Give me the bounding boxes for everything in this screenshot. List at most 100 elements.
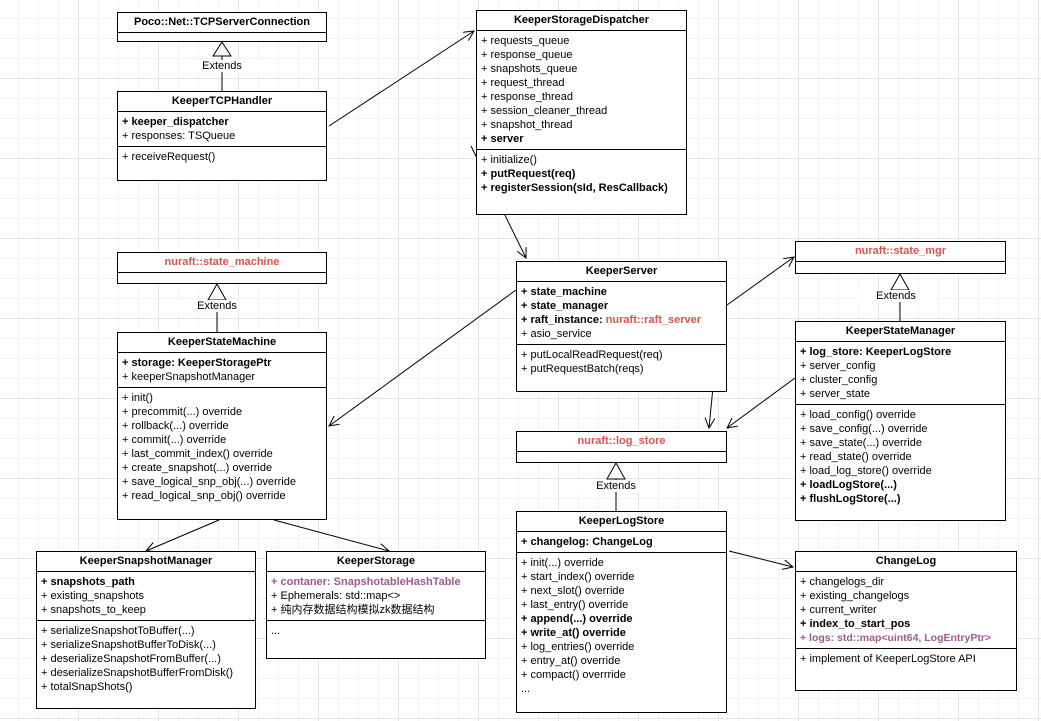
method: + save_logical_snp_obj(...) override bbox=[122, 476, 296, 488]
attributes: + changelog: ChangeLog bbox=[517, 532, 726, 553]
attribute: + server bbox=[481, 133, 524, 145]
attributes: + contaner: SnapshotableHashTable + Ephe… bbox=[267, 572, 485, 621]
attribute: + session_cleaner_thread bbox=[481, 105, 608, 117]
method: + putRequestBatch(reqs) bbox=[521, 363, 644, 375]
class-title: nuraft::log_store bbox=[517, 432, 726, 452]
attribute: + contaner: SnapshotableHashTable bbox=[271, 576, 461, 588]
class-keeper-tcp-handler[interactable]: KeeperTCPHandler + keeper_dispatcher + r… bbox=[117, 91, 327, 181]
attribute: + response_thread bbox=[481, 91, 574, 103]
method: + compact() overrride bbox=[521, 669, 626, 681]
class-keeper-server[interactable]: KeeperServer + state_machine + state_man… bbox=[516, 261, 727, 392]
attribute: + log_store: KeeperLogStore bbox=[800, 346, 952, 358]
attribute: + snapshots_path bbox=[41, 576, 135, 588]
attribute: + storage: KeeperStoragePtr bbox=[122, 357, 272, 369]
attribute: + existing_changelogs bbox=[800, 590, 910, 602]
extends-label-state-machine: Extends bbox=[177, 300, 257, 312]
method: + deserializeSnapshotBufferFromDisk() bbox=[41, 667, 234, 679]
attributes: + keeper_dispatcher + responses: TSQueue bbox=[118, 112, 326, 147]
method: + putRequest(req) bbox=[481, 168, 576, 180]
method: + entry_at() override bbox=[521, 655, 621, 667]
method: + receiveRequest() bbox=[122, 151, 216, 163]
attribute-type: nuraft::raft_server bbox=[605, 314, 702, 326]
attribute: + changelogs_dir bbox=[800, 576, 885, 588]
attribute: + logs: std::map<uint64, LogEntryPtr> bbox=[800, 632, 992, 644]
attributes: + requests_queue + response_queue + snap… bbox=[477, 31, 686, 150]
method: + commit(...) override bbox=[122, 434, 227, 446]
attribute: + 纯内存数据结构模拟zk数据结构 bbox=[271, 604, 435, 616]
methods: + init() + precommit(...) override + rol… bbox=[118, 388, 326, 506]
class-keeper-storage[interactable]: KeeperStorage + contaner: SnapshotableHa… bbox=[266, 551, 486, 659]
method: + write_at() override bbox=[521, 627, 626, 639]
extends-label-state-mgr: Extends bbox=[856, 290, 936, 302]
method: + implement of KeeperLogStore API bbox=[800, 653, 976, 665]
method: + last_commit_index() override bbox=[122, 448, 273, 460]
method: + last_entry() override bbox=[521, 599, 629, 611]
class-nuraft-state-mgr[interactable]: nuraft::state_mgr bbox=[795, 241, 1006, 274]
methods: + receiveRequest() bbox=[118, 147, 326, 167]
attribute: + requests_queue bbox=[481, 35, 570, 47]
class-nuraft-state-machine[interactable]: nuraft::state_machine bbox=[117, 252, 327, 284]
method: + serializeSnapshotToBuffer(...) bbox=[41, 625, 195, 637]
method: + initialize() bbox=[481, 154, 537, 166]
attribute: + server_config bbox=[800, 360, 876, 372]
attribute: + cluster_config bbox=[800, 374, 878, 386]
class-title: KeeperStateManager bbox=[796, 322, 1005, 342]
class-keeper-state-machine[interactable]: KeeperStateMachine + storage: KeeperStor… bbox=[117, 332, 327, 520]
method: + registerSession(sId, ResCallback) bbox=[481, 182, 668, 194]
class-title: Poco::Net::TCPServerConnection bbox=[118, 13, 326, 33]
method: + rollback(...) override bbox=[122, 420, 229, 432]
attribute: + request_thread bbox=[481, 77, 565, 89]
method: ... bbox=[271, 625, 281, 637]
attribute-name: + raft_instance: bbox=[521, 314, 603, 326]
method: + init(...) override bbox=[521, 557, 604, 569]
attribute: + responses: TSQueue bbox=[122, 130, 236, 142]
class-keeper-storage-dispatcher[interactable]: KeeperStorageDispatcher + requests_queue… bbox=[476, 10, 687, 215]
attribute: + response_queue bbox=[481, 49, 573, 61]
method: + append(...) override bbox=[521, 613, 633, 625]
method: + read_logical_snp_obj() override bbox=[122, 490, 286, 502]
inherit-triangle-tcp-connection bbox=[212, 41, 232, 57]
class-title: KeeperServer bbox=[517, 262, 726, 282]
methods: + serializeSnapshotToBuffer(...) + seria… bbox=[37, 621, 255, 697]
attribute: + keeper_dispatcher bbox=[122, 116, 229, 128]
class-nuraft-log-store[interactable]: nuraft::log_store bbox=[516, 431, 727, 463]
method: + log_entries() override bbox=[521, 641, 635, 653]
method: + flushLogStore(...) bbox=[800, 493, 901, 505]
method: + deserializeSnapshotFromBuffer(...) bbox=[41, 653, 221, 665]
inherit-triangle-state-machine bbox=[207, 282, 227, 301]
class-keeper-snapshot-manager[interactable]: KeeperSnapshotManager + snapshots_path +… bbox=[36, 551, 256, 709]
class-title: KeeperStorage bbox=[267, 552, 485, 572]
method: + start_index() override bbox=[521, 571, 635, 583]
arrow-server-to-statemachine bbox=[329, 289, 517, 426]
arrow-statemanager-to-logstore bbox=[727, 377, 796, 428]
arrow-server-to-statemgr bbox=[726, 257, 794, 306]
attributes: + state_machine + state_manager + raft_i… bbox=[517, 282, 726, 345]
inherit-triangle-log-store bbox=[606, 461, 626, 480]
class-changelog[interactable]: ChangeLog + changelogs_dir + existing_ch… bbox=[795, 551, 1017, 691]
method: + next_slot() override bbox=[521, 585, 625, 597]
attribute: + Ephemerals: std::map<> bbox=[271, 590, 401, 602]
class-tcp-server-connection[interactable]: Poco::Net::TCPServerConnection bbox=[117, 12, 327, 42]
class-keeper-state-manager[interactable]: KeeperStateManager + log_store: KeeperLo… bbox=[795, 321, 1006, 521]
method: + read_state() override bbox=[800, 451, 912, 463]
methods: + implement of KeeperLogStore API bbox=[796, 649, 1016, 669]
arrow-statemachine-to-storage bbox=[273, 519, 389, 551]
attributes: + log_store: KeeperLogStore + server_con… bbox=[796, 342, 1005, 405]
class-title: KeeperStateMachine bbox=[118, 333, 326, 353]
method: + totalSnapShots() bbox=[41, 681, 133, 693]
class-title: nuraft::state_mgr bbox=[796, 242, 1005, 262]
methods: + initialize() + putRequest(req) + regis… bbox=[477, 150, 686, 198]
attribute: + snapshot_thread bbox=[481, 119, 573, 131]
arrow-tcphandler-to-dispatcher bbox=[328, 31, 474, 127]
class-keeper-log-store[interactable]: KeeperLogStore + changelog: ChangeLog + … bbox=[516, 511, 727, 713]
class-title: nuraft::state_machine bbox=[118, 253, 326, 273]
attribute: + snapshots_to_keep bbox=[41, 604, 146, 616]
arrow-logstore-to-changelog bbox=[728, 550, 793, 567]
attribute: + current_writer bbox=[800, 604, 877, 616]
attribute: + asio_service bbox=[521, 328, 592, 340]
attribute: + index_to_start_pos bbox=[800, 618, 911, 630]
methods: + init(...) override + start_index() ove… bbox=[517, 553, 726, 699]
attributes: + storage: KeeperStoragePtr + keeperSnap… bbox=[118, 353, 326, 388]
method: + init() bbox=[122, 392, 153, 404]
class-title: KeeperSnapshotManager bbox=[37, 552, 255, 572]
